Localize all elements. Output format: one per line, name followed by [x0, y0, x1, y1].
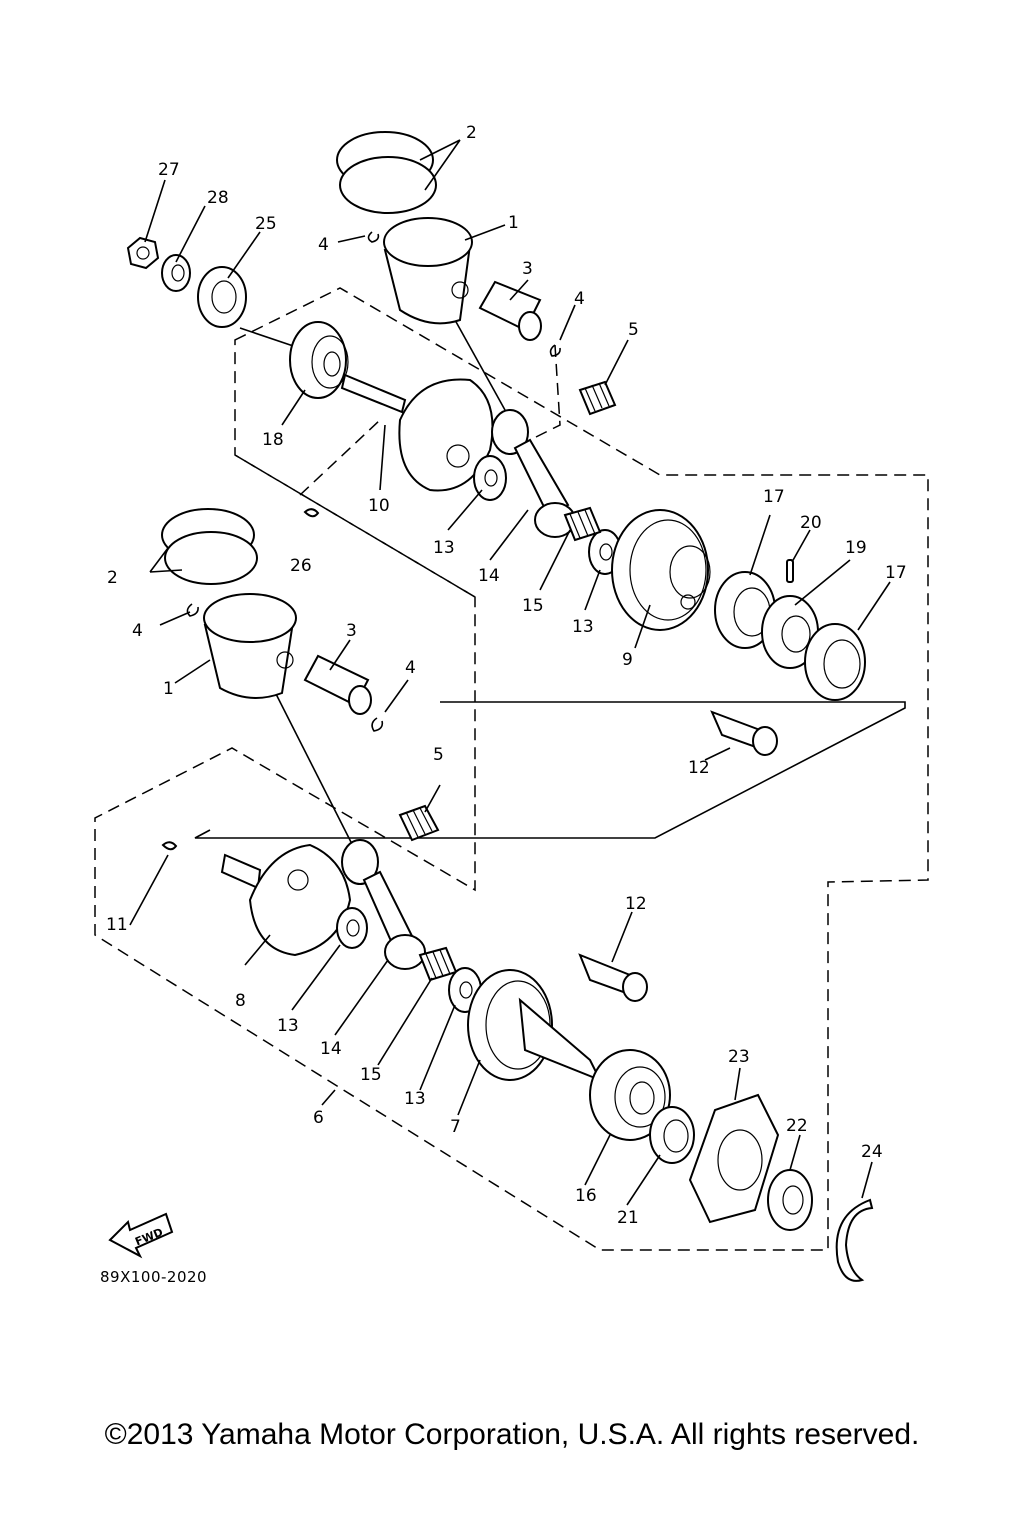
- crank-pin-12a: [710, 710, 778, 756]
- callout: 15: [522, 596, 544, 616]
- drawing-code: 89X100-2020: [100, 1268, 207, 1286]
- piston-upper: [383, 217, 473, 325]
- callout: 19: [845, 538, 867, 558]
- callout: 17: [763, 487, 785, 507]
- callout: 7: [450, 1117, 461, 1137]
- copyright-notice: ©2013 Yamaha Motor Corporation, U.S.A. A…: [104, 1418, 920, 1451]
- crank-9: [611, 509, 711, 631]
- bearing-17b: [804, 623, 866, 701]
- callout: 16: [575, 1186, 597, 1206]
- callout: 13: [572, 617, 594, 637]
- callout: 3: [346, 621, 357, 641]
- callout: 12: [625, 894, 647, 914]
- callout: 25: [255, 214, 277, 234]
- oil-seal-21: [649, 1106, 695, 1164]
- piston-pin-upper: [478, 280, 542, 341]
- lower-assembly-outline: [234, 454, 476, 598]
- callout: 4: [132, 621, 143, 641]
- callout: 20: [800, 513, 822, 533]
- callout: 13: [277, 1016, 299, 1036]
- bearing-16: [589, 1049, 671, 1141]
- callout: 13: [404, 1089, 426, 1109]
- washer-28: [161, 254, 191, 292]
- callout: 14: [320, 1039, 342, 1059]
- callout: 26: [290, 556, 312, 576]
- callout: 4: [318, 235, 329, 255]
- callout: 24: [861, 1142, 883, 1162]
- needle-bearing-5a: [578, 380, 617, 416]
- crank-pin-12b: [578, 953, 648, 1002]
- con-rod-lower: [341, 839, 426, 970]
- callout: 18: [262, 430, 284, 450]
- callout: 21: [617, 1208, 639, 1228]
- callout: 2: [466, 123, 477, 143]
- piston-lower: [203, 593, 297, 699]
- forward-arrow: FWD: [108, 1212, 174, 1259]
- bearing-18: [289, 321, 349, 399]
- callout: 17: [885, 563, 907, 583]
- callout: 1: [508, 213, 519, 233]
- callout: 10: [368, 496, 390, 516]
- clip-4a: [367, 231, 380, 243]
- oil-seal-25: [197, 266, 247, 328]
- callout: 15: [360, 1065, 382, 1085]
- key-11: [161, 841, 178, 851]
- callout: 11: [106, 915, 128, 935]
- callout: 4: [405, 658, 416, 678]
- callout: 4: [574, 289, 585, 309]
- callout: 6: [313, 1108, 324, 1128]
- callout: 2: [107, 568, 118, 588]
- crank-center-line: [299, 344, 561, 496]
- piston-rod-line-upper: [454, 319, 506, 411]
- leader-lines: [129, 139, 891, 1206]
- crank-shaft-axis-upper: [194, 701, 906, 839]
- crank-7: [467, 969, 603, 1082]
- callout: 23: [728, 1047, 750, 1067]
- callout: 3: [522, 259, 533, 279]
- callout: 14: [478, 566, 500, 586]
- callout: 5: [628, 320, 639, 340]
- clip-4d: [371, 717, 384, 732]
- piston-rings-upper: [336, 131, 437, 214]
- upper-assembly-outline: [94, 287, 929, 1251]
- gear-22: [767, 1169, 813, 1231]
- con-rod-upper: [491, 409, 576, 538]
- callout: 9: [622, 650, 633, 670]
- callout: 1: [163, 679, 174, 699]
- callout: 28: [207, 188, 229, 208]
- washer-13c: [336, 907, 368, 949]
- bearing-housing-23: [688, 1093, 780, 1224]
- nut-27: [126, 236, 160, 270]
- callout: 12: [688, 758, 710, 778]
- piston-rod-line-lower: [274, 691, 356, 851]
- callout: 22: [786, 1116, 808, 1136]
- clip-4b: [549, 344, 561, 357]
- crank-8: [220, 843, 352, 957]
- crank-bearing-15b: [418, 946, 458, 982]
- callout: 27: [158, 160, 180, 180]
- piston-rings-lower: [161, 508, 258, 585]
- washer-13a: [473, 455, 507, 501]
- callout: 8: [235, 991, 246, 1011]
- callout: 13: [433, 538, 455, 558]
- key-26: [303, 508, 320, 518]
- piston-pin-lower: [303, 654, 372, 715]
- crank-bearing-15a: [563, 506, 602, 542]
- callout: 5: [433, 745, 444, 765]
- circlip-24: [835, 1198, 874, 1282]
- needle-bearing-5b: [398, 804, 440, 842]
- crank-10: [340, 373, 494, 492]
- clip-4c: [186, 603, 199, 617]
- pin-20: [786, 559, 794, 583]
